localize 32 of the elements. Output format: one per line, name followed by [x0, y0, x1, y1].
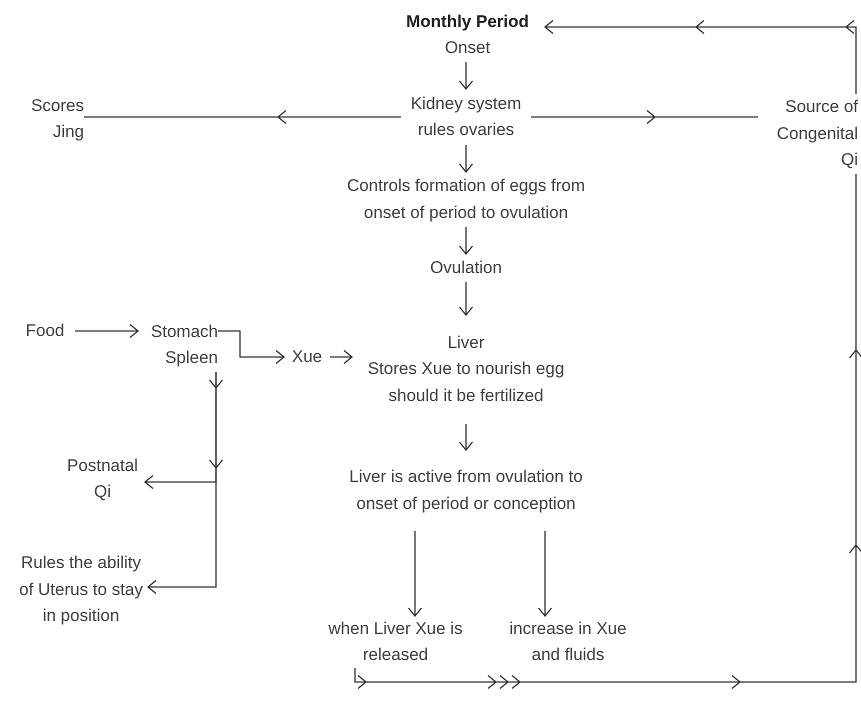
arrow — [458, 424, 474, 451]
node-label: Liver is active from ovulation to onset of period or conception — [348, 466, 584, 514]
arrow — [330, 350, 353, 364]
arrow — [458, 282, 474, 316]
node-label: Kidney system rules ovaries — [410, 92, 522, 141]
node-label: Xue — [290, 346, 324, 368]
arrow — [408, 531, 422, 617]
node-label: Source of Congenital Qi — [776, 96, 858, 172]
arrow — [354, 173, 861, 690]
node-label: Rules the ability of Uterus to stay in position — [18, 552, 144, 628]
node-label: when Liver Xue is released — [328, 618, 463, 666]
node-label: Scores Jing — [30, 94, 84, 143]
arrow — [544, 20, 857, 95]
arrow — [218, 330, 285, 364]
node-label: Postnatal Qi — [66, 454, 139, 503]
arrow — [530, 110, 759, 124]
arrow — [458, 62, 474, 90]
node-label: Liver — [446, 332, 486, 354]
arrow — [75, 324, 139, 338]
node-label: Onset — [444, 37, 492, 59]
arrow — [458, 227, 474, 255]
node-label: Food — [24, 320, 66, 342]
arrow — [83, 110, 402, 124]
node-label: Stores Xue to nourish egg should it be fertilized — [366, 358, 566, 407]
arrow — [147, 372, 217, 594]
node-label: Ovulation — [429, 256, 503, 279]
node-label: increase in Xue and fluids — [508, 618, 628, 666]
node-label: Stomach Spleen — [150, 320, 218, 369]
heading: Monthly Period — [405, 10, 530, 32]
arrow — [538, 531, 552, 617]
arrow — [458, 145, 474, 173]
node-label: Controls formation of eggs from onset of period to ovulation — [346, 175, 586, 224]
